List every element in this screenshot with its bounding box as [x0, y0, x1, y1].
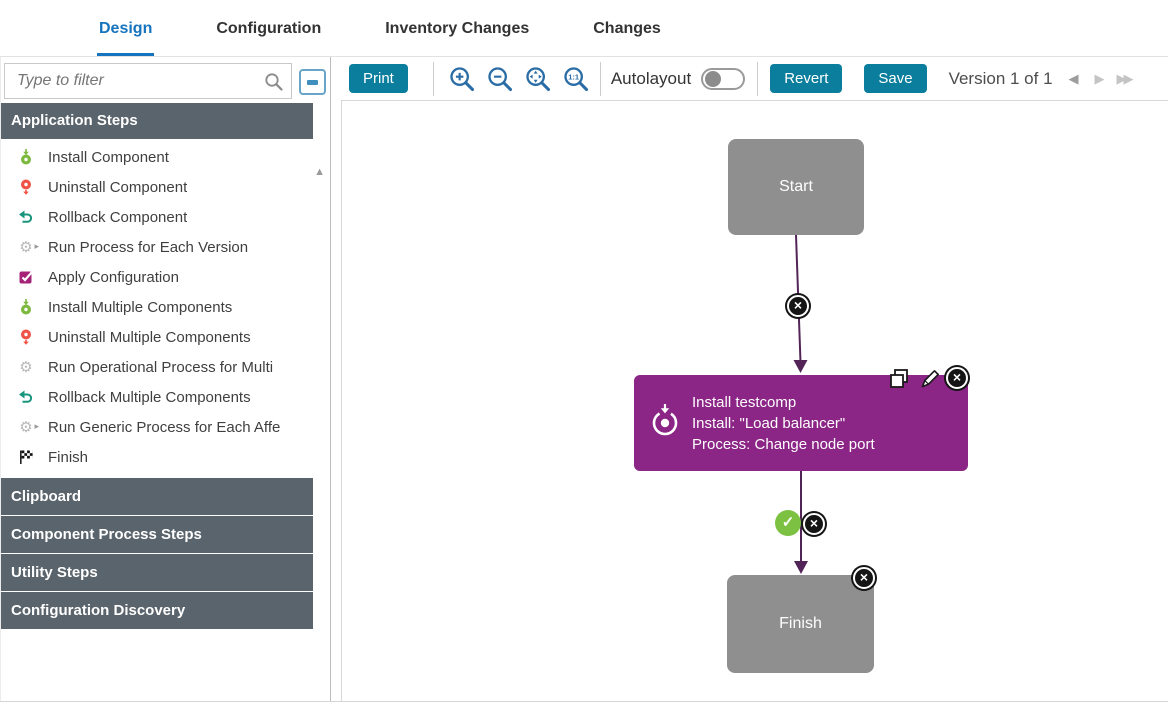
previous-version-icon[interactable]: ◀ — [1068, 70, 1079, 86]
palette-item-label: Install Component — [48, 148, 169, 166]
collapse-palette-button[interactable] — [299, 69, 326, 95]
connection-edges — [793, 234, 808, 574]
toggle-knob — [705, 70, 722, 87]
toolbar-divider — [432, 61, 434, 96]
palette-item-run-process-each-version[interactable]: ⚙▸ Run Process for Each Version — [1, 232, 313, 262]
tab-bar: Design Configuration Inventory Changes C… — [0, 0, 1168, 57]
design-content: Print 1:1 Autolayout — [341, 57, 1168, 701]
toolbar-divider — [757, 61, 759, 96]
palette-item-uninstall-multiple[interactable]: Uninstall Multiple Components — [1, 322, 313, 352]
section-configuration-discovery[interactable]: Configuration Discovery — [1, 592, 313, 629]
palette-item-label: Install Multiple Components — [48, 298, 233, 316]
finish-flag-icon — [17, 448, 35, 466]
tab-inventory-changes[interactable]: Inventory Changes — [385, 20, 530, 37]
palette-item-label: Rollback Component — [48, 208, 188, 226]
gear-icon: ⚙ — [19, 358, 33, 376]
toolbar-divider — [599, 61, 601, 96]
palette-item-label: Uninstall Component — [48, 178, 188, 196]
checkbox-check-icon — [17, 268, 35, 286]
main-area: ▲ Application Steps Install Component — [0, 57, 1168, 702]
start-node[interactable]: Start — [728, 139, 864, 235]
rollback-icon — [17, 208, 35, 226]
uninstall-icon — [17, 178, 35, 196]
copy-step-icon[interactable] — [887, 367, 911, 391]
delete-finish-node-icon[interactable]: × — [853, 567, 875, 589]
delete-edge-icon[interactable]: × — [803, 513, 825, 535]
install-icon — [17, 298, 35, 316]
palette-item-run-generic-process[interactable]: ⚙▸ Run Generic Process for Each Affe — [1, 412, 313, 442]
next-version-icon[interactable]: ▶ — [1094, 70, 1105, 86]
palette-item-label: Run Generic Process for Each Affe — [48, 418, 281, 436]
zoom-in-icon[interactable] — [448, 65, 476, 93]
tab-configuration[interactable]: Configuration — [216, 20, 322, 37]
palette-item-label: Run Process for Each Version — [48, 238, 249, 256]
revert-button[interactable]: Revert — [770, 64, 843, 93]
step-title: Install testcomp — [692, 393, 797, 411]
palette-item-label: Rollback Multiple Components — [48, 388, 251, 406]
success-condition-icon[interactable]: ✓ — [775, 510, 801, 536]
autolayout-toggle[interactable] — [701, 67, 746, 90]
delete-edge-icon[interactable]: × — [787, 295, 809, 317]
install-step-text: Install testcomp Install: "Load balancer… — [692, 392, 875, 455]
scroll-up-arrow-icon[interactable]: ▲ — [314, 166, 325, 178]
palette-item-apply-configuration[interactable]: Apply Configuration — [1, 262, 313, 292]
process-canvas[interactable]: Start × Install testcom — [341, 100, 1168, 701]
zoom-out-icon[interactable] — [486, 65, 514, 93]
palette-item-label: Uninstall Multiple Components — [48, 328, 251, 346]
minus-icon — [307, 79, 318, 85]
tab-changes[interactable]: Changes — [593, 20, 661, 37]
application-steps-list: Install Component Uninstall Component Ro… — [1, 140, 313, 478]
palette: Application Steps Install Component Unin… — [1, 103, 313, 630]
install-target-icon — [647, 403, 683, 444]
step-detail-process: Process: Change node port — [692, 435, 875, 453]
section-component-process-steps[interactable]: Component Process Steps — [1, 516, 313, 553]
canvas-toolbar: Print 1:1 Autolayout — [341, 57, 1168, 100]
install-icon — [17, 148, 35, 166]
gear-run-icon: ⚙▸ — [19, 418, 39, 436]
palette-item-finish[interactable]: Finish — [1, 442, 313, 472]
palette-item-install-component[interactable]: Install Component — [1, 142, 313, 172]
palette-item-label: Finish — [48, 448, 89, 466]
finish-node-label: Finish — [779, 615, 822, 632]
step-detail-install: Install: "Load balancer" — [692, 414, 846, 432]
section-utility-steps[interactable]: Utility Steps — [1, 554, 313, 591]
save-button[interactable]: Save — [864, 64, 927, 93]
step-palette-sidebar: ▲ Application Steps Install Component — [0, 57, 331, 701]
install-step-node[interactable]: Install testcomp Install: "Load balancer… — [634, 375, 968, 471]
section-clipboard[interactable]: Clipboard — [1, 478, 313, 515]
svg-text:1:1: 1:1 — [568, 72, 579, 81]
autolayout-label: Autolayout — [610, 68, 692, 88]
uninstall-icon — [17, 328, 35, 346]
zoom-fit-icon[interactable] — [524, 65, 552, 93]
palette-item-rollback-component[interactable]: Rollback Component — [1, 202, 313, 232]
search-icon — [265, 73, 283, 91]
latest-version-icon[interactable]: ▶▶ — [1116, 70, 1134, 86]
filter-box — [4, 63, 292, 99]
palette-item-label: Run Operational Process for Multi — [48, 358, 274, 376]
filter-input[interactable] — [4, 63, 292, 99]
palette-item-rollback-multiple[interactable]: Rollback Multiple Components — [1, 382, 313, 412]
section-application-steps[interactable]: Application Steps — [1, 103, 313, 139]
palette-item-label: Apply Configuration — [48, 268, 179, 286]
start-node-label: Start — [779, 178, 813, 195]
palette-item-run-operational-process[interactable]: ⚙ Run Operational Process for Multi — [1, 352, 313, 382]
delete-step-icon[interactable]: × — [946, 367, 968, 389]
rollback-icon — [17, 388, 35, 406]
palette-item-install-multiple[interactable]: Install Multiple Components — [1, 292, 313, 322]
print-button[interactable]: Print — [349, 64, 408, 93]
version-label: Version 1 of 1 — [948, 68, 1053, 88]
tab-design[interactable]: Design — [97, 6, 155, 56]
edit-step-icon[interactable] — [918, 367, 942, 391]
gear-run-icon: ⚙▸ — [19, 238, 39, 256]
zoom-actual-size-icon[interactable]: 1:1 — [562, 65, 590, 93]
finish-node[interactable]: Finish — [727, 575, 874, 673]
palette-item-uninstall-component[interactable]: Uninstall Component — [1, 172, 313, 202]
